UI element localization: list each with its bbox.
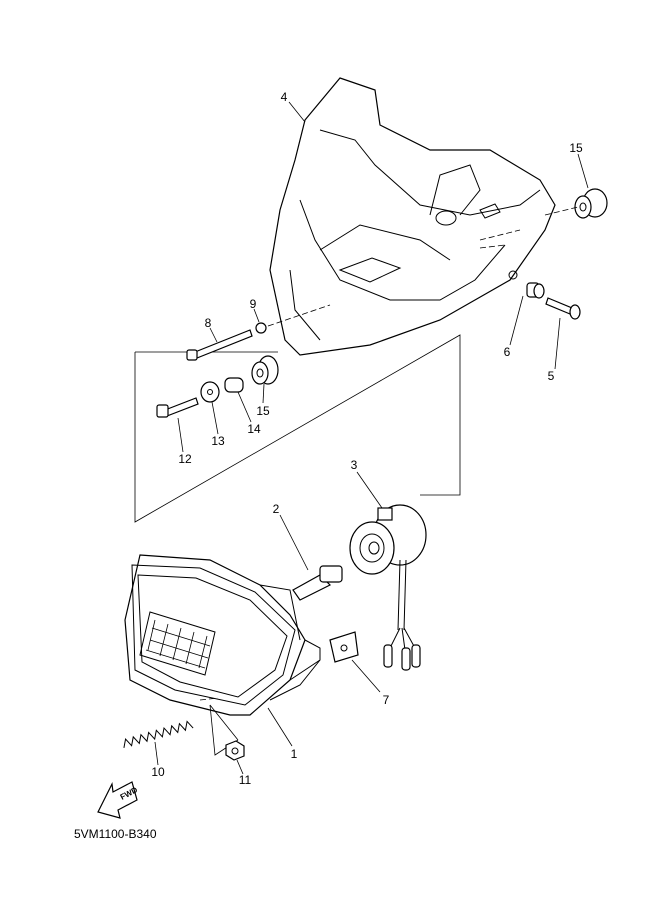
callout-1: 1	[291, 747, 298, 761]
headlight-housing	[269, 77, 556, 356]
long-bolt	[186, 329, 253, 361]
screw	[545, 297, 581, 320]
collar-spacer	[224, 377, 244, 393]
callout-2: 2	[273, 502, 280, 516]
callout-15-mid: 15	[256, 404, 270, 418]
callout-13: 13	[211, 434, 225, 448]
washer	[255, 322, 267, 334]
nut	[225, 740, 245, 761]
grommet-top	[574, 188, 608, 219]
grommet-mid	[251, 355, 279, 385]
callout-3: 3	[351, 458, 358, 472]
callout-9: 9	[250, 297, 257, 311]
bracket	[329, 631, 359, 663]
assembly-bracket	[134, 334, 461, 523]
callout-15-top: 15	[569, 141, 583, 155]
bolt	[156, 397, 199, 418]
callout-4: 4	[281, 90, 288, 104]
callout-10: 10	[151, 765, 165, 779]
callout-5: 5	[548, 369, 555, 383]
collar	[526, 282, 545, 299]
callout-8: 8	[205, 316, 212, 330]
forward-arrow-icon: FWD	[97, 781, 139, 819]
diagram-code: 5VM1100-B340	[74, 827, 157, 841]
bulb	[292, 565, 343, 601]
spring	[123, 720, 194, 748]
callout-6: 6	[504, 345, 511, 359]
flat-washer	[200, 381, 220, 403]
headlight-lens-unit	[124, 554, 321, 716]
callout-12: 12	[178, 452, 192, 466]
callout-7: 7	[383, 693, 390, 707]
bulb-socket	[349, 504, 427, 671]
leader-lines	[154, 101, 589, 775]
callout-14: 14	[247, 422, 261, 436]
callout-11: 11	[239, 773, 252, 787]
